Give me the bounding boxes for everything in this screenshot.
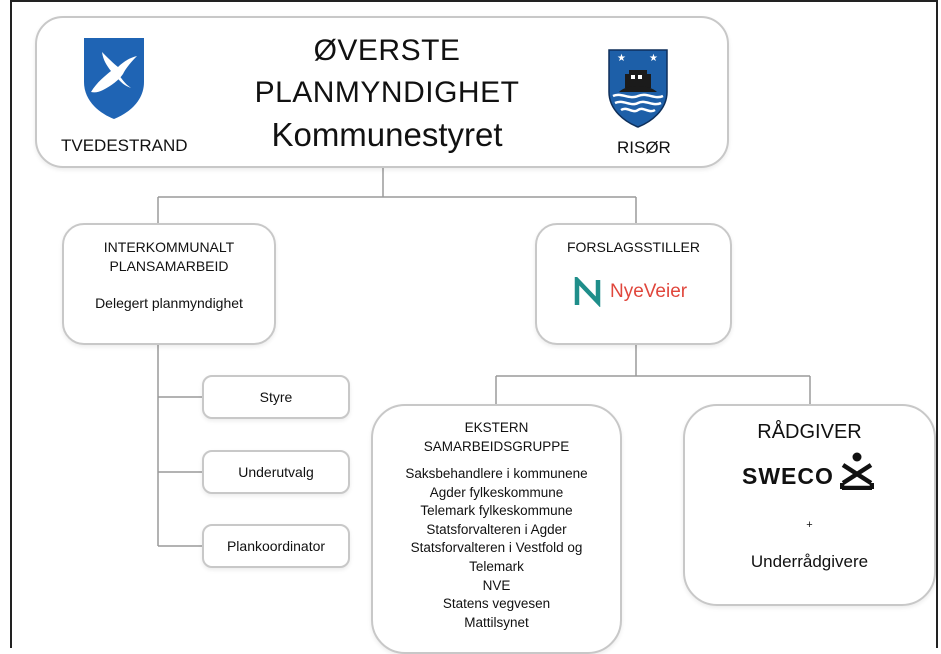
forslag-title: FORSLAGSSTILLER — [566, 239, 701, 255]
top-title-line3: Kommunestyret — [271, 116, 503, 153]
radgiver-plus: + — [806, 519, 813, 531]
underutvalg-label: Underutvalg — [238, 464, 314, 480]
plankoordinator-box: Plankoordinator — [202, 524, 350, 568]
top-title-line2: PLANMYNDIGHET — [254, 76, 520, 109]
radgiver-title: RÅDGIVER — [757, 421, 862, 443]
ekstern-samarbeidsgruppe-box: EKSTERN SAMARBEIDSGRUPPE Saksbehandlere … — [371, 404, 622, 654]
ekstern-member-list: Saksbehandlere i kommunene Agder fylkesk… — [373, 465, 620, 632]
page-frame — [10, 0, 938, 648]
list-item: Statsforvalteren i Vestfold og — [410, 540, 583, 556]
list-item: Statens vegvesen — [442, 596, 551, 612]
list-item: Statsforvalteren i Agder — [426, 521, 567, 537]
inter-subtitle: Delegert planmyndighet — [95, 295, 243, 311]
ekstern-title-line2: SAMARBEIDSGRUPPE — [423, 439, 570, 454]
styre-box: Styre — [202, 375, 350, 419]
nyeveier-logo: NyeVeier — [574, 277, 687, 307]
ekstern-title-line1: EKSTERN — [464, 420, 529, 435]
svg-text:★: ★ — [617, 53, 626, 64]
forslagsstiller-box: FORSLAGSSTILLER NyeVeier — [535, 223, 732, 345]
underutvalg-box: Underutvalg — [202, 450, 350, 494]
risor-label: RISØR — [617, 138, 671, 157]
inter-title-line1: INTERKOMMUNALT — [103, 239, 235, 255]
svg-text:★: ★ — [649, 53, 658, 64]
nyeveier-n-icon — [574, 277, 601, 307]
list-item: Saksbehandlere i kommunene — [405, 466, 588, 481]
radgiver-box: RÅDGIVER SWECO + Underrådgivere — [683, 404, 936, 606]
plankoordinator-label: Plankoordinator — [226, 538, 326, 554]
tvedestrand-label: TVEDESTRAND — [61, 136, 188, 155]
sweco-logo-text: SWECO — [742, 463, 834, 489]
radgiver-sub: Underrådgivere — [750, 552, 869, 571]
risor-coat-of-arms-icon: ★ ★ — [608, 49, 668, 128]
tvedestrand-coat-of-arms-icon — [84, 38, 144, 119]
top-authority-box: TVEDESTRAND ØVERSTE PLANMYNDIGHET Kommun… — [35, 16, 729, 168]
sweco-logo: SWECO — [742, 452, 874, 490]
list-item: Telemark — [469, 558, 524, 574]
list-item: Telemark fylkeskommune — [420, 503, 573, 519]
list-item: NVE — [482, 577, 511, 593]
nyeveier-logo-text: NyeVeier — [610, 281, 688, 302]
interkommunalt-box: INTERKOMMUNALT PLANSAMARBEID Delegert pl… — [62, 223, 276, 345]
sweco-figure-icon — [839, 452, 874, 490]
styre-label: Styre — [259, 389, 293, 405]
list-item: Agder fylkeskommune — [429, 484, 564, 500]
top-title-line1: ØVERSTE — [313, 34, 461, 67]
list-item: Mattilsynet — [464, 614, 529, 630]
inter-title-line2: PLANSAMARBEID — [109, 258, 229, 274]
